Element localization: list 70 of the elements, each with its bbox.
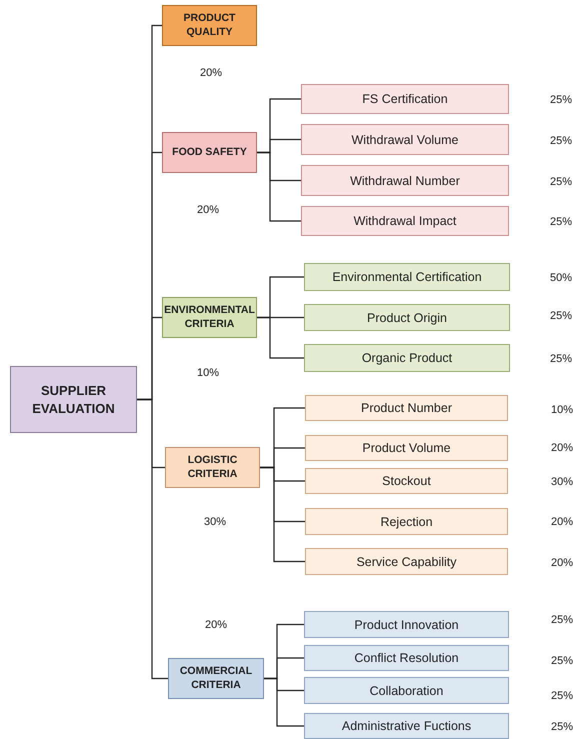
criterion-label: Conflict Resolution <box>354 651 459 665</box>
criterion-label: Service Capability <box>356 554 457 568</box>
category-label: COMMERCIAL CRITERIA <box>178 664 254 692</box>
criterion-label: Product Volume <box>362 441 451 455</box>
percentage-label: 25% <box>550 176 572 188</box>
criterion-box <box>301 206 509 236</box>
criterion-label: FS Certification <box>362 92 448 106</box>
percentage-label: 20% <box>197 204 220 216</box>
percentage-label: 25% <box>550 353 572 365</box>
percentage-label: 25% <box>551 655 573 667</box>
percentage-label: 25% <box>550 94 572 106</box>
criterion-label: Withdrawal Number <box>350 174 460 188</box>
criterion-box <box>305 508 508 535</box>
criterion-label: Withdrawal Impact <box>354 214 456 228</box>
criterion-label: Administrative Fuctions <box>342 719 472 733</box>
percentage-label: 25% <box>551 690 573 702</box>
criterion-label: Product Origin <box>367 310 447 324</box>
percentage-label: 25% <box>550 310 572 322</box>
percentage-label: 30% <box>551 476 573 488</box>
root-box <box>10 366 137 433</box>
connector-line <box>257 152 301 222</box>
percentage-label: 20% <box>551 557 573 569</box>
category-box <box>168 658 264 699</box>
percentage-label: 30% <box>204 516 226 528</box>
criterion-box <box>305 395 508 421</box>
criterion-box <box>304 263 510 291</box>
category-label: FOOD SAFETY <box>172 146 247 160</box>
criterion-box <box>304 677 509 704</box>
criterion-label: Withdrawal Volume <box>352 132 458 146</box>
percentage-label: 20% <box>551 516 573 528</box>
criterion-box <box>304 611 509 638</box>
criterion-box <box>304 645 509 671</box>
percentage-label: 20% <box>205 619 228 631</box>
criterion-box <box>301 124 509 155</box>
criterion-label: Organic Product <box>362 351 452 365</box>
percentage-label: 10% <box>551 404 573 416</box>
connector-line <box>137 398 168 680</box>
connector-line <box>257 316 304 359</box>
percentage-label: 25% <box>550 135 572 147</box>
category-label: ENVIRONMENTAL CRITERIA <box>163 304 256 332</box>
root-label: SUPPLIER EVALUATION <box>31 382 116 418</box>
criterion-box <box>301 165 509 196</box>
percentage-label: 25% <box>551 721 573 733</box>
criterion-label: Product Number <box>360 401 452 415</box>
percentage-label: 20% <box>200 67 222 79</box>
percentage-label: 25% <box>550 216 572 228</box>
percentage-label: 25% <box>551 614 573 626</box>
criterion-label: Stockout <box>382 474 431 488</box>
category-box <box>162 132 257 173</box>
criterion-box <box>305 435 508 461</box>
percentage-label: 50% <box>550 272 572 284</box>
criterion-label: Environmental Certification <box>332 270 482 284</box>
category-label: PRODUCT QUALITY <box>182 12 236 40</box>
criterion-label: Collaboration <box>370 684 444 698</box>
connector-line <box>264 678 304 727</box>
criterion-label: Product Innovation <box>354 618 459 632</box>
criterion-box <box>304 304 510 331</box>
percentage-label: 20% <box>551 442 573 454</box>
category-box <box>165 447 260 488</box>
criterion-label: Rejection <box>380 514 433 528</box>
criterion-box <box>305 548 508 575</box>
criterion-box <box>304 344 510 372</box>
category-box <box>162 5 257 46</box>
connector-line <box>260 466 305 562</box>
criterion-box <box>305 468 508 494</box>
category-label: LOGISTIC CRITERIA <box>186 454 238 482</box>
criterion-box <box>301 84 509 114</box>
category-box <box>162 297 257 338</box>
criterion-box <box>304 713 509 739</box>
percentage-label: 10% <box>197 367 220 379</box>
